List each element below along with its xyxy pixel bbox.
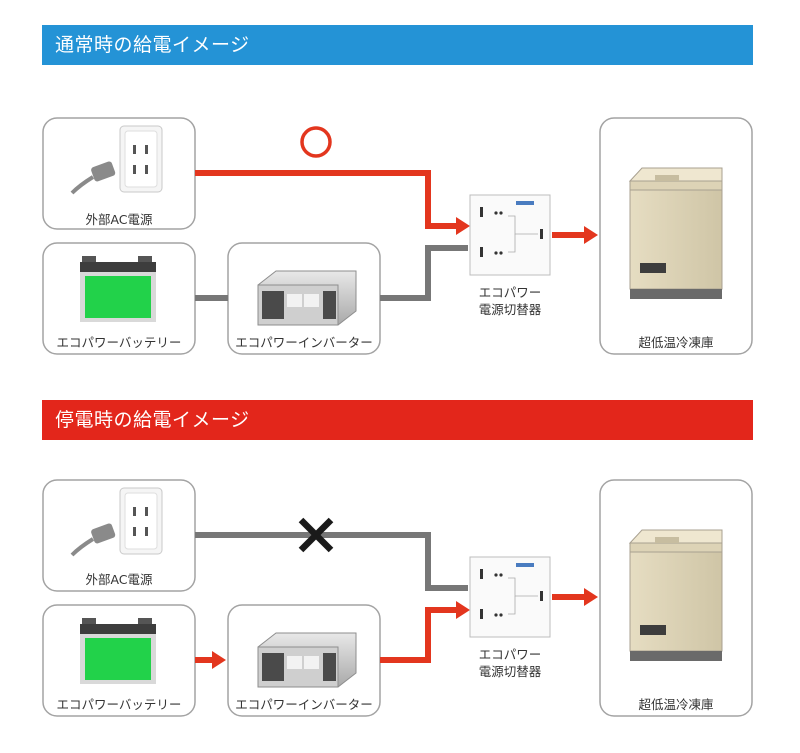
switch-unit-icon	[469, 556, 551, 638]
battery-icon	[80, 256, 156, 322]
section-banner-normal: 通常時の給電イメージ	[42, 25, 753, 65]
switch-label-line1: エコパワー	[478, 647, 542, 662]
section-title-outage: 停電時の給電イメージ	[55, 409, 250, 431]
ac-power-line	[195, 532, 468, 591]
ac-power-line	[195, 170, 470, 235]
ac-power-label: 外部AC電源	[85, 572, 153, 587]
section-title-normal: 通常時の給電イメージ	[55, 34, 250, 56]
inverter-label: エコパワーインバーター	[235, 335, 373, 350]
cross-ng-icon	[298, 517, 334, 553]
circle-ok-icon	[300, 126, 332, 158]
wall-outlet-icon	[70, 125, 163, 195]
switch-freezer-arrow	[552, 226, 598, 244]
inverter-icon	[257, 270, 357, 326]
freezer-label: 超低温冷凍庫	[638, 697, 714, 712]
switch-unit-icon	[469, 194, 551, 276]
switch-label-line2: 電源切替器	[478, 302, 542, 317]
switch-label-line2: 電源切替器	[478, 664, 542, 679]
battery-label: エコパワーバッテリー	[56, 697, 182, 712]
inverter-switch-line	[380, 601, 470, 663]
diagram-normal-svg	[42, 117, 753, 355]
inverter-icon	[257, 632, 357, 688]
freezer-label: 超低温冷凍庫	[638, 335, 714, 350]
switch-label-line1: エコパワー	[478, 285, 542, 300]
battery-inverter-line	[195, 651, 226, 669]
switch-freezer-arrow	[552, 588, 598, 606]
battery-label: エコパワーバッテリー	[56, 335, 182, 350]
freezer-icon	[628, 529, 723, 661]
ac-power-label: 外部AC電源	[85, 212, 153, 227]
section-banner-outage: 停電時の給電イメージ	[42, 400, 753, 440]
inverter-switch-line	[380, 245, 468, 301]
diagram-outage-svg	[42, 479, 753, 717]
diagram-outage: 外部AC電源 エコパワーバッテリー エコパワーインバーター エコパワー 電源切替…	[0, 475, 800, 737]
wall-outlet-icon	[70, 487, 163, 557]
freezer-icon	[628, 167, 723, 299]
battery-icon	[80, 618, 156, 684]
diagram-normal: 外部AC電源 エコパワーバッテリー エコパワーインバーター エコパワー 電源切替…	[0, 113, 800, 375]
inverter-label: エコパワーインバーター	[235, 697, 373, 712]
